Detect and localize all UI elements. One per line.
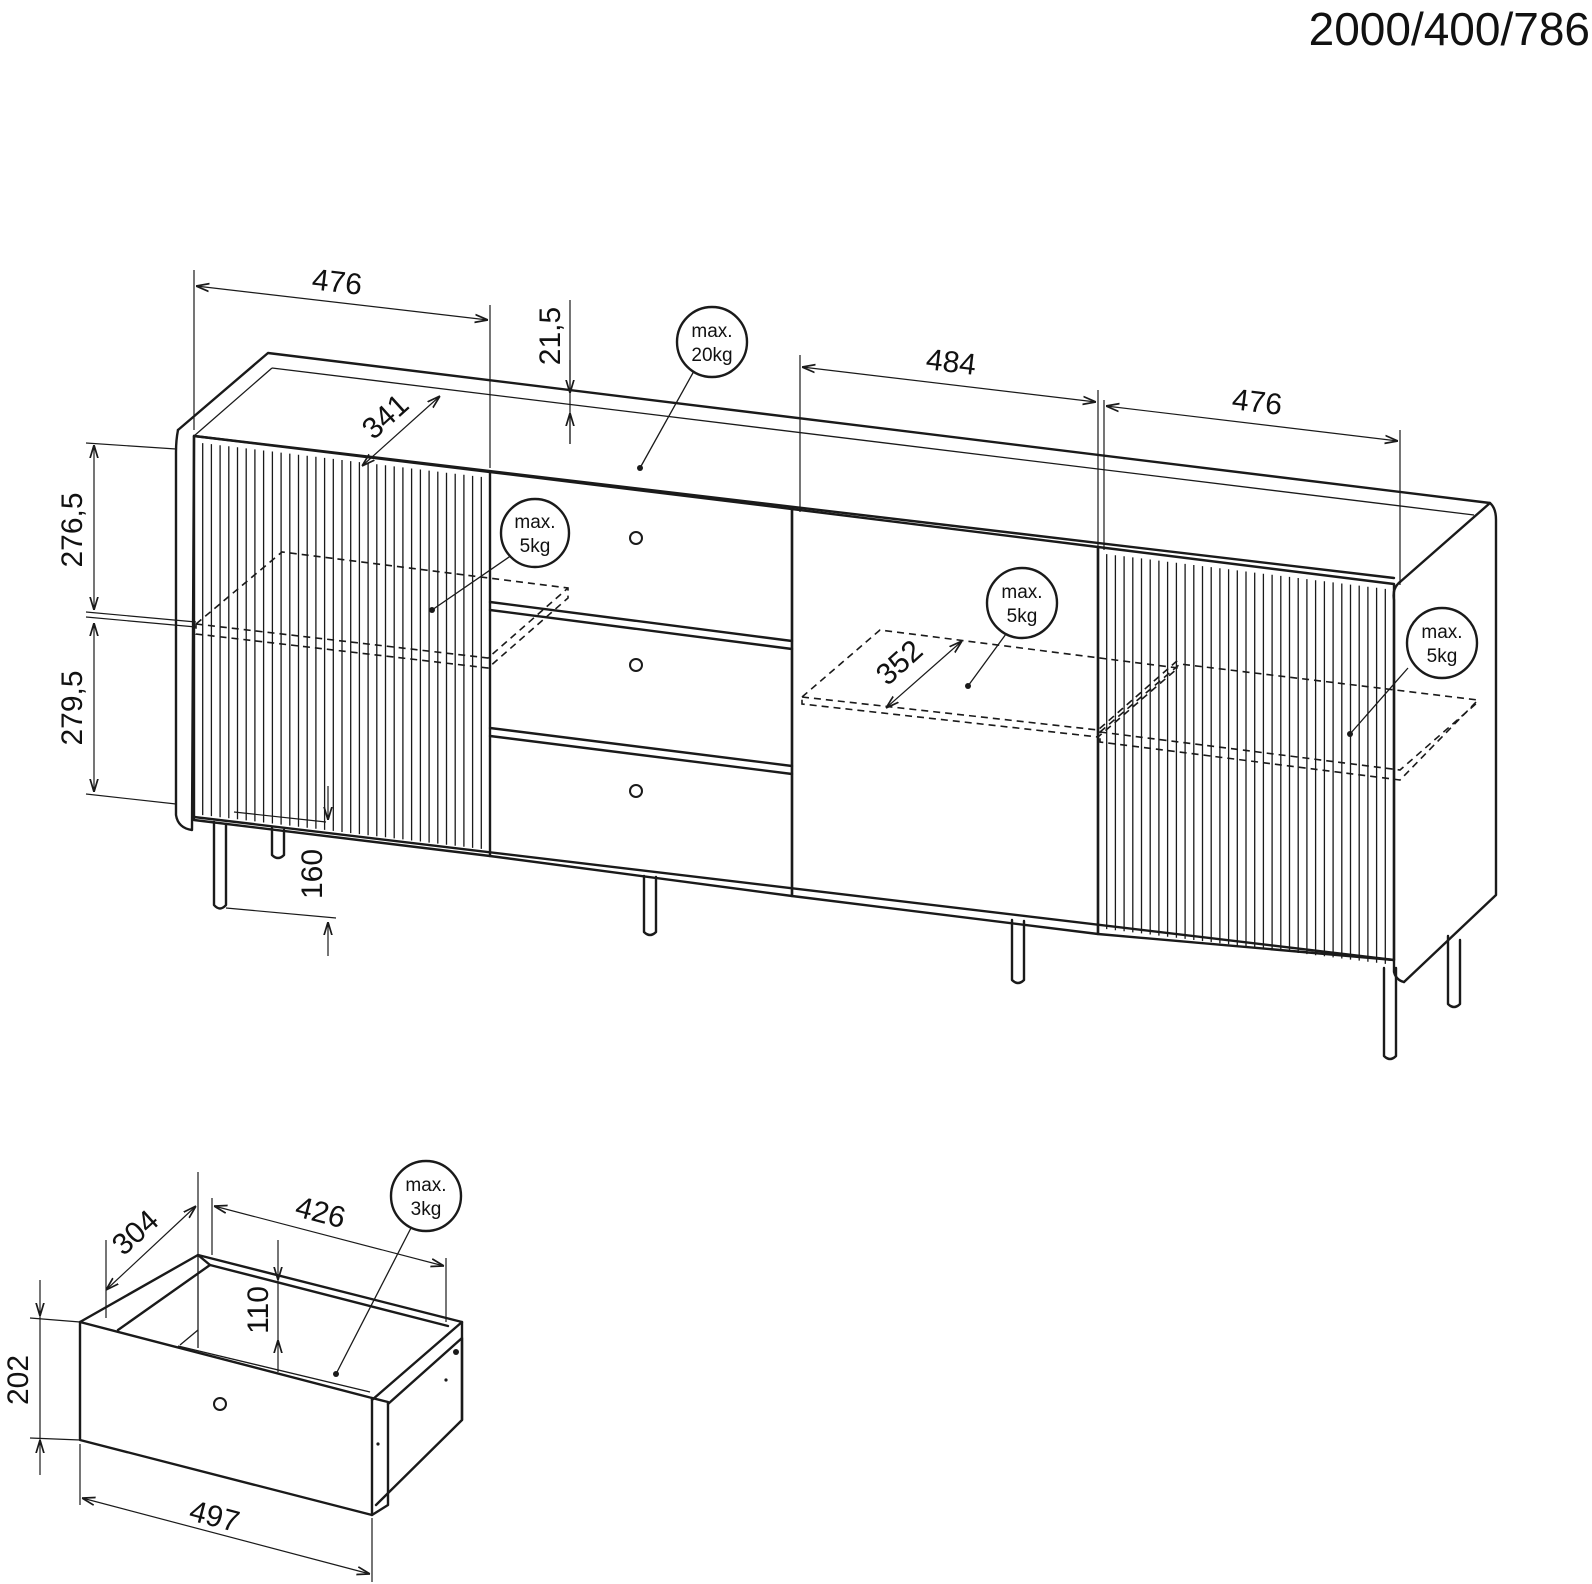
svg-text:max.: max. xyxy=(691,321,732,342)
hidden-shelves xyxy=(195,551,1480,781)
dim-top-thickness: 21,5 xyxy=(534,307,567,365)
svg-text:20kg: 20kg xyxy=(691,345,732,366)
dim-right-door-width: 476 xyxy=(1230,383,1284,422)
dim-drawer-front-width: 497 xyxy=(186,1495,243,1540)
svg-text:5kg: 5kg xyxy=(520,536,551,557)
drawer-dimension-labels: 304 426 110 202 497 xyxy=(2,1191,349,1540)
overall-dimensions-title: 2000/400/786 xyxy=(1309,3,1590,55)
left-fluted-door xyxy=(192,434,492,858)
dim-shelf-depth-left: 341 xyxy=(356,388,415,446)
dim-drawer-inner-height: 110 xyxy=(242,1286,275,1334)
drawer-detail-knob xyxy=(213,1397,227,1411)
svg-text:5kg: 5kg xyxy=(1007,606,1038,627)
svg-text:max.: max. xyxy=(1421,622,1462,643)
load-badge-top: max. 20kg xyxy=(637,305,749,471)
load-badge-middle-shelf: max. 5kg xyxy=(965,566,1059,689)
svg-text:max.: max. xyxy=(405,1175,446,1196)
dimension-labels: 476 21,5 484 476 341 276,5 279,5 160 352 xyxy=(56,263,1284,899)
svg-text:5kg: 5kg xyxy=(1427,646,1458,667)
middle-plain-door xyxy=(790,507,1100,936)
right-fluted-door xyxy=(1096,545,1396,964)
drawer-dimension-lines xyxy=(29,1172,447,1582)
load-badge-left-shelf: max. 5kg xyxy=(429,497,571,613)
drawer-knob-2[interactable] xyxy=(629,658,643,672)
legs xyxy=(212,820,1462,1061)
dim-drawer-depth: 304 xyxy=(106,1204,165,1262)
svg-text:max.: max. xyxy=(1001,582,1042,603)
dim-lower-compartment-height: 279,5 xyxy=(56,670,89,745)
dim-left-door-width: 476 xyxy=(310,263,364,302)
load-badge-right-shelf: max. 5kg xyxy=(1347,606,1479,737)
load-badge-drawer: max. 3kg xyxy=(333,1159,463,1377)
drawer-knob-3[interactable] xyxy=(629,784,643,798)
svg-text:3kg: 3kg xyxy=(411,1199,442,1220)
dim-middle-door-width: 484 xyxy=(924,343,978,382)
dim-drawer-front-height: 202 xyxy=(2,1355,35,1405)
dim-leg-height: 160 xyxy=(296,849,329,899)
dim-shelf-depth-middle: 352 xyxy=(870,634,929,692)
drawer-knob-1[interactable] xyxy=(629,531,643,545)
svg-text:max.: max. xyxy=(514,512,555,533)
dim-upper-compartment-height: 276,5 xyxy=(56,492,89,567)
drawer-detail xyxy=(78,1253,464,1517)
dimension-lines xyxy=(85,270,1401,956)
